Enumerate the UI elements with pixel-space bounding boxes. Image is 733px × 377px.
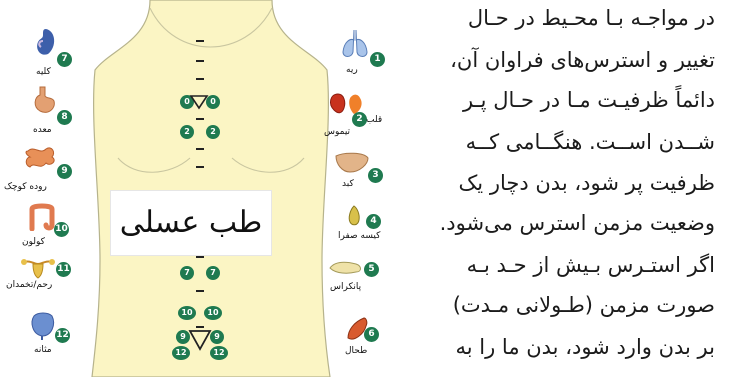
organ-label: پانکراس xyxy=(330,283,361,292)
spine-point: 7 xyxy=(180,266,194,280)
organ-number-badge: 12 xyxy=(55,328,70,343)
organ-number-badge: 7 xyxy=(57,52,72,67)
spine-mark xyxy=(196,326,204,328)
organ-number-badge: 3 xyxy=(368,168,383,183)
spine-mark xyxy=(196,166,204,168)
organ-label: کیسه صفرا xyxy=(338,232,380,241)
organ-number-badge: 9 xyxy=(57,164,72,179)
spine-point: 9 xyxy=(210,330,224,344)
paragraph-line: صورت مزمن (طـولانی مـدت) xyxy=(453,295,715,316)
spine-mark xyxy=(196,148,204,150)
organ-label: کلیه xyxy=(36,68,51,77)
bladder-icon xyxy=(28,310,58,340)
organ-number-badge: 4 xyxy=(366,214,381,229)
spine-mark xyxy=(196,78,204,80)
stomach-icon xyxy=(30,85,58,115)
organ-label: کبد xyxy=(342,180,354,189)
paragraph-line: وضعیت مزمن استرس می‌شود. xyxy=(440,213,715,234)
organ-number-badge: 2 xyxy=(352,112,367,127)
spine-mark xyxy=(196,256,204,258)
spine-point: 10 xyxy=(178,306,196,320)
organ-label: مثانه xyxy=(34,346,52,355)
organ-label: قلب xyxy=(366,116,382,125)
organ-label: رحم/تخمدان xyxy=(6,281,52,290)
organ-label: طحال xyxy=(345,347,367,356)
paragraph-line: تغییر و استرس‌های فراوان آن، xyxy=(450,50,715,71)
gallbladder-icon xyxy=(344,204,364,228)
organ-number-badge: 1 xyxy=(370,52,385,67)
uterus-icon xyxy=(20,256,56,280)
pancreas-icon xyxy=(328,258,364,276)
paragraph-line: ظرفیت پر شود، بدن دچار یک xyxy=(459,173,715,194)
paragraph-line: دائماً ظرفیـت مـا در حـال پـر xyxy=(463,90,715,111)
spine-point: 2 xyxy=(206,125,220,139)
spine-point: 12 xyxy=(210,346,228,360)
body-diagram: 0 0 2 2 7 7 10 10 9 9 12 12 طب عسلی 7 کل… xyxy=(0,0,400,377)
organ-number-badge: 8 xyxy=(57,110,72,125)
spine-triangle-bottom xyxy=(188,329,212,351)
spine-mark xyxy=(196,118,204,120)
organ-label: معده xyxy=(33,126,52,135)
spine-mark xyxy=(196,60,204,62)
paragraph-line: اگر استـرس بـیش از حـد بـه xyxy=(467,255,715,276)
body-paragraph: در مواجـه بـا محـیط در حـال تغییر و استر… xyxy=(395,0,715,377)
small-intestine-icon xyxy=(24,145,58,173)
liver-icon xyxy=(334,150,370,176)
watermark: طب عسلی xyxy=(110,190,272,256)
spine-point: 7 xyxy=(206,266,220,280)
organ-label-secondary: تیموس xyxy=(324,128,350,137)
organ-number-badge: 5 xyxy=(364,262,379,277)
organ-number-badge: 6 xyxy=(364,327,379,342)
spine-triangle-top xyxy=(189,94,209,110)
kidney-icon xyxy=(32,27,58,57)
colon-icon xyxy=(28,203,56,231)
organ-label: ریه xyxy=(346,66,358,75)
spine-point: 12 xyxy=(172,346,190,360)
organ-label: کولون xyxy=(22,238,45,247)
organ-number-badge: 11 xyxy=(56,262,71,277)
organ-number-badge: 10 xyxy=(54,222,69,237)
spine-point: 10 xyxy=(204,306,222,320)
spine-mark xyxy=(196,290,204,292)
paragraph-line: در مواجـه بـا محـیط در حـال xyxy=(468,8,715,29)
spine-point: 2 xyxy=(180,125,194,139)
paragraph-line: شــدن اســت. هنگــامی کــه xyxy=(466,132,715,153)
watermark-text: طب عسلی xyxy=(111,191,271,255)
paragraph-line: بر بدن وارد شود، بدن ما را به xyxy=(455,337,715,358)
spine-mark xyxy=(196,40,204,42)
lung-icon xyxy=(340,28,370,60)
organ-label: روده کوچک xyxy=(4,183,47,192)
